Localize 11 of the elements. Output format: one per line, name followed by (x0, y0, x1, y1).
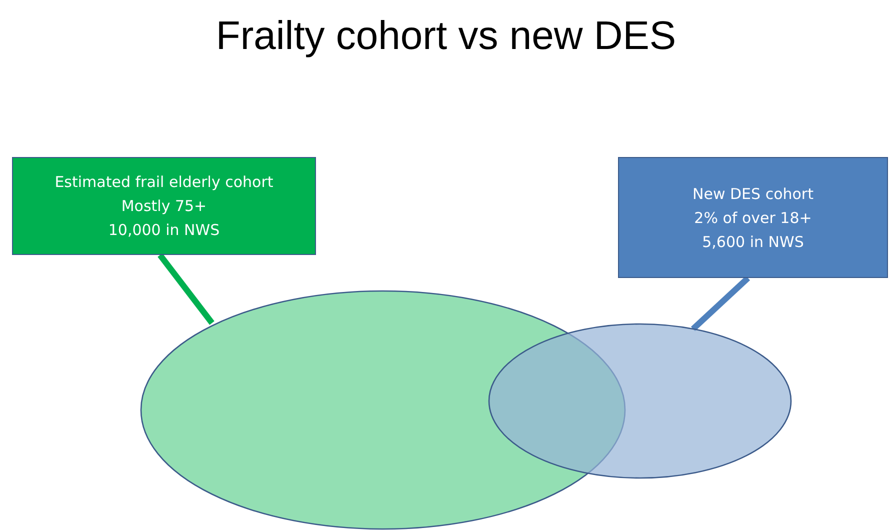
leader-line (158, 253, 214, 325)
leader-line (690, 276, 750, 332)
callout-text: 5,600 in NWS (702, 232, 804, 252)
callout-text: New DES cohort (692, 184, 814, 204)
callout-box (618, 157, 888, 278)
callout-text: 10,000 in NWS (108, 220, 220, 241)
callout-box (12, 157, 316, 255)
callout-text: Estimated frail elderly cohort (54, 172, 274, 193)
title: Frailty cohort vs new DES (214, 14, 678, 59)
callout-text: Mostly 75+ (121, 196, 207, 217)
callout-text: 2% of over 18+ (694, 208, 812, 228)
